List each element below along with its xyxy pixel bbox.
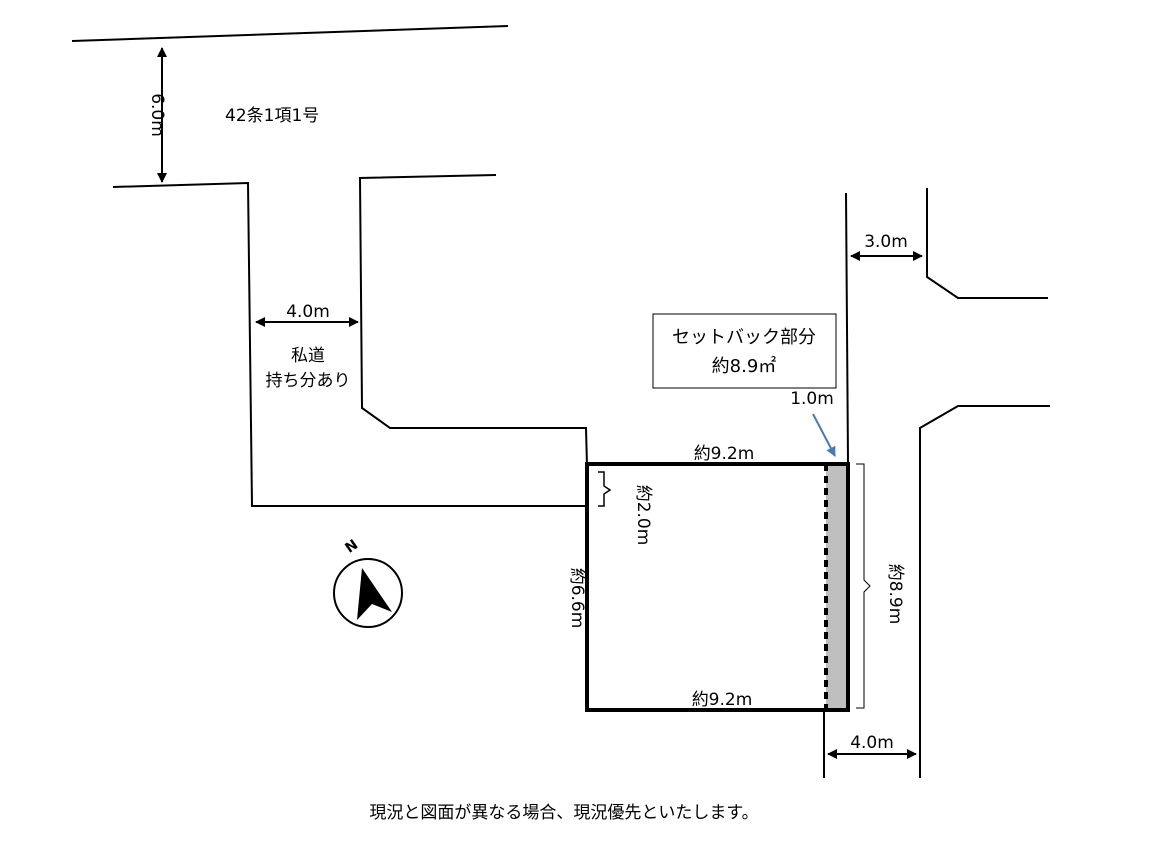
notch-brace	[598, 471, 612, 507]
setback-pointer-arrow	[812, 413, 836, 457]
private-road-left-edge	[112, 181, 588, 507]
private-road-label: 私道	[291, 346, 325, 366]
lot-right-brace	[856, 463, 871, 709]
north-compass-icon: N	[333, 537, 403, 628]
setback-area-label: 約8.9㎡	[712, 355, 777, 377]
bottom-road-width-label: 4.0m	[850, 733, 894, 753]
private-road-right-edge	[358, 174, 588, 467]
setback-area-strip	[826, 464, 847, 710]
setback-depth-label: 1.0m	[790, 389, 834, 409]
top-road-edge	[71, 25, 509, 42]
footer-note: 現況と図面が異なる場合、現況優先といたします。	[369, 803, 758, 823]
right-road-width-label: 3.0m	[864, 232, 908, 252]
lot-outline	[585, 462, 850, 712]
lot-right-dimension: 約8.9m	[885, 564, 905, 625]
east-road-west-edge	[845, 192, 849, 463]
ownership-share-label: 持ち分あり	[266, 371, 351, 391]
compass-north-letter: N	[342, 537, 361, 557]
private-road-width-label: 4.0m	[286, 302, 330, 322]
top-road-width-label: 6.0m	[147, 93, 167, 137]
lot-bottom-dimension: 約9.2m	[692, 690, 753, 710]
lot-left-dimension: 約6.6m	[567, 568, 587, 629]
east-road-lower-corner	[919, 405, 1050, 778]
road-type-label: 42条1項1号	[225, 106, 319, 126]
setback-callout-box	[652, 313, 837, 389]
lot-top-dimension: 約9.2m	[694, 444, 755, 464]
lot-notch-dimension: 約2.0m	[633, 485, 653, 546]
east-road-upper-corner	[926, 188, 1048, 299]
setback-title-label: セットバック部分	[672, 327, 816, 348]
